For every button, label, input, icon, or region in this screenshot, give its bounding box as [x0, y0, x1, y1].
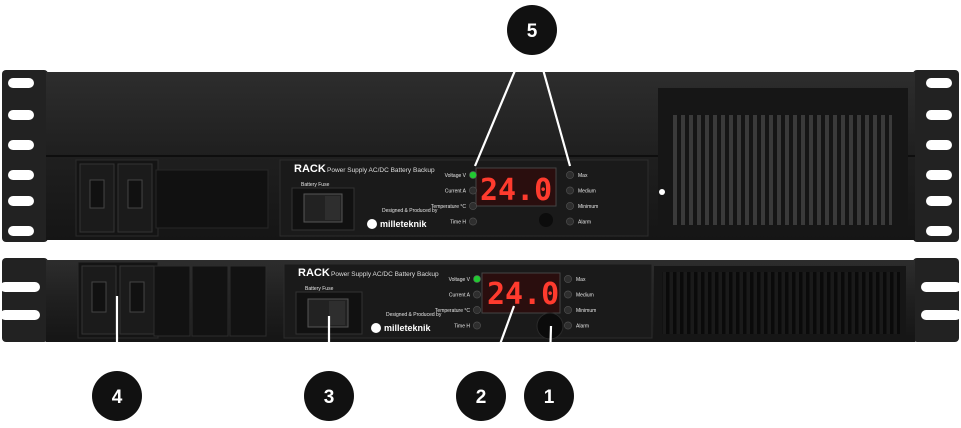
indicator-label-right: Alarm — [578, 220, 591, 226]
indicator-led — [566, 186, 574, 195]
indicator-label-left: Time H — [454, 324, 470, 330]
indicator-led — [473, 321, 481, 330]
company-name: milleteknik — [380, 219, 428, 229]
indicator-label-left: Voltage V — [445, 173, 467, 179]
callout-marker — [304, 371, 354, 421]
company-logo-icon — [367, 219, 377, 229]
indicator-label-left: Current A — [449, 293, 471, 299]
rack-unit-1u — [0, 258, 961, 342]
callout-marker — [92, 371, 142, 421]
indicator-led — [564, 275, 572, 283]
credit-label: Designed & Produced by — [382, 208, 438, 214]
callout-number: 5 — [527, 21, 538, 42]
indicator-led — [469, 202, 477, 210]
indicator-led — [566, 217, 574, 226]
indicator-label-right: Minimum — [578, 204, 598, 210]
indicator-label-left: Voltage V — [449, 277, 471, 283]
indicator-led — [566, 202, 574, 210]
callout-number: 4 — [112, 387, 123, 408]
indicator-led — [469, 171, 477, 179]
credit-label: Designed & Produced by — [386, 312, 442, 318]
fuse-label: Battery Fuse — [305, 286, 334, 292]
indicator-label-left: Temperature °C — [435, 308, 470, 314]
callout-marker — [524, 371, 574, 421]
indicator-led — [469, 186, 477, 195]
rack-unit-2u — [2, 70, 959, 242]
indicator-led — [564, 290, 572, 299]
indicator-label-right: Max — [576, 277, 586, 283]
indicator-led — [564, 321, 572, 330]
callout-number: 3 — [324, 387, 335, 408]
indicator-led — [566, 171, 574, 179]
indicator-label-left: Time H — [450, 220, 466, 226]
vent-grille-1u — [662, 272, 900, 334]
right-rack-ear-1u — [913, 258, 959, 342]
brand-title: RACK — [298, 267, 330, 279]
brand-subtitle: Power Supply AC/DC Battery Backup — [331, 271, 439, 278]
indicator-led — [473, 290, 481, 299]
indicator-label-right: Max — [578, 173, 588, 179]
indicator-label-right: Alarm — [576, 324, 589, 330]
callout-number: 2 — [476, 387, 487, 408]
callout-marker — [507, 5, 557, 55]
indicator-label-left: Current A — [445, 189, 467, 195]
vent-grille — [670, 115, 892, 225]
fuse-label: Battery Fuse — [301, 182, 330, 188]
callout-marker — [456, 371, 506, 421]
right-rack-ear — [913, 70, 959, 242]
voltage-display: 24.0 — [487, 277, 559, 312]
indicator-led — [473, 306, 481, 314]
brand-title: RACK — [294, 163, 326, 175]
indicator-led — [564, 306, 572, 314]
blank-module — [155, 169, 269, 229]
indicator-label-right: Medium — [578, 189, 596, 195]
indicator-led — [473, 275, 481, 283]
left-rack-ear-1u — [2, 258, 48, 342]
indicator-label-right: Minimum — [576, 308, 596, 314]
brand-subtitle: Power Supply AC/DC Battery Backup — [327, 167, 435, 174]
indicator-label-right: Medium — [576, 293, 594, 299]
company-logo-icon — [371, 323, 381, 333]
left-rack-ear — [2, 70, 48, 242]
callout-number: 1 — [544, 387, 555, 408]
indicator-led — [469, 217, 477, 226]
voltage-display: 24.0 — [480, 173, 552, 208]
company-name: milleteknik — [384, 323, 432, 333]
indicator-label-left: Temperature °C — [431, 204, 466, 210]
